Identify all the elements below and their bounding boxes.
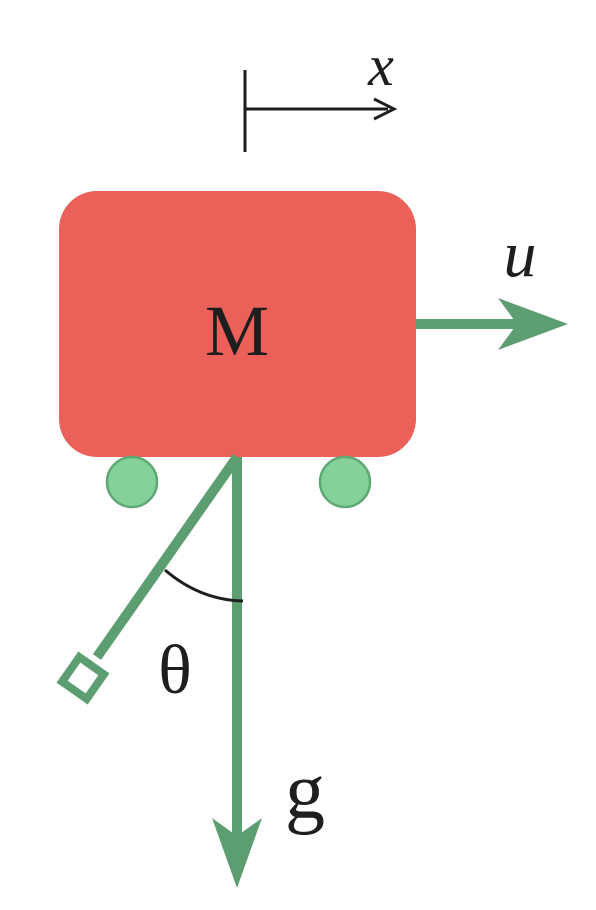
force-label: u [504, 218, 537, 291]
gravity-arrow: g [212, 457, 325, 888]
x-axis-arrowhead [373, 97, 398, 121]
pendulum-rod [92, 454, 242, 660]
mass-label: M [205, 291, 269, 371]
pendulum [56, 454, 242, 705]
cart-body [59, 191, 416, 457]
gravity-arrowhead [212, 818, 262, 888]
angle-arc [164, 568, 244, 603]
angle-indicator: θ [158, 568, 244, 709]
gravity-label: g [285, 748, 325, 836]
right-wheel [318, 455, 372, 509]
angle-label: θ [158, 632, 192, 709]
x-axis-indicator: x [243, 33, 398, 152]
force-arrowhead [498, 298, 568, 350]
left-wheel [105, 455, 159, 509]
x-label: x [367, 33, 394, 98]
pendulum-bob [56, 651, 110, 705]
force-arrow: u [416, 218, 568, 350]
